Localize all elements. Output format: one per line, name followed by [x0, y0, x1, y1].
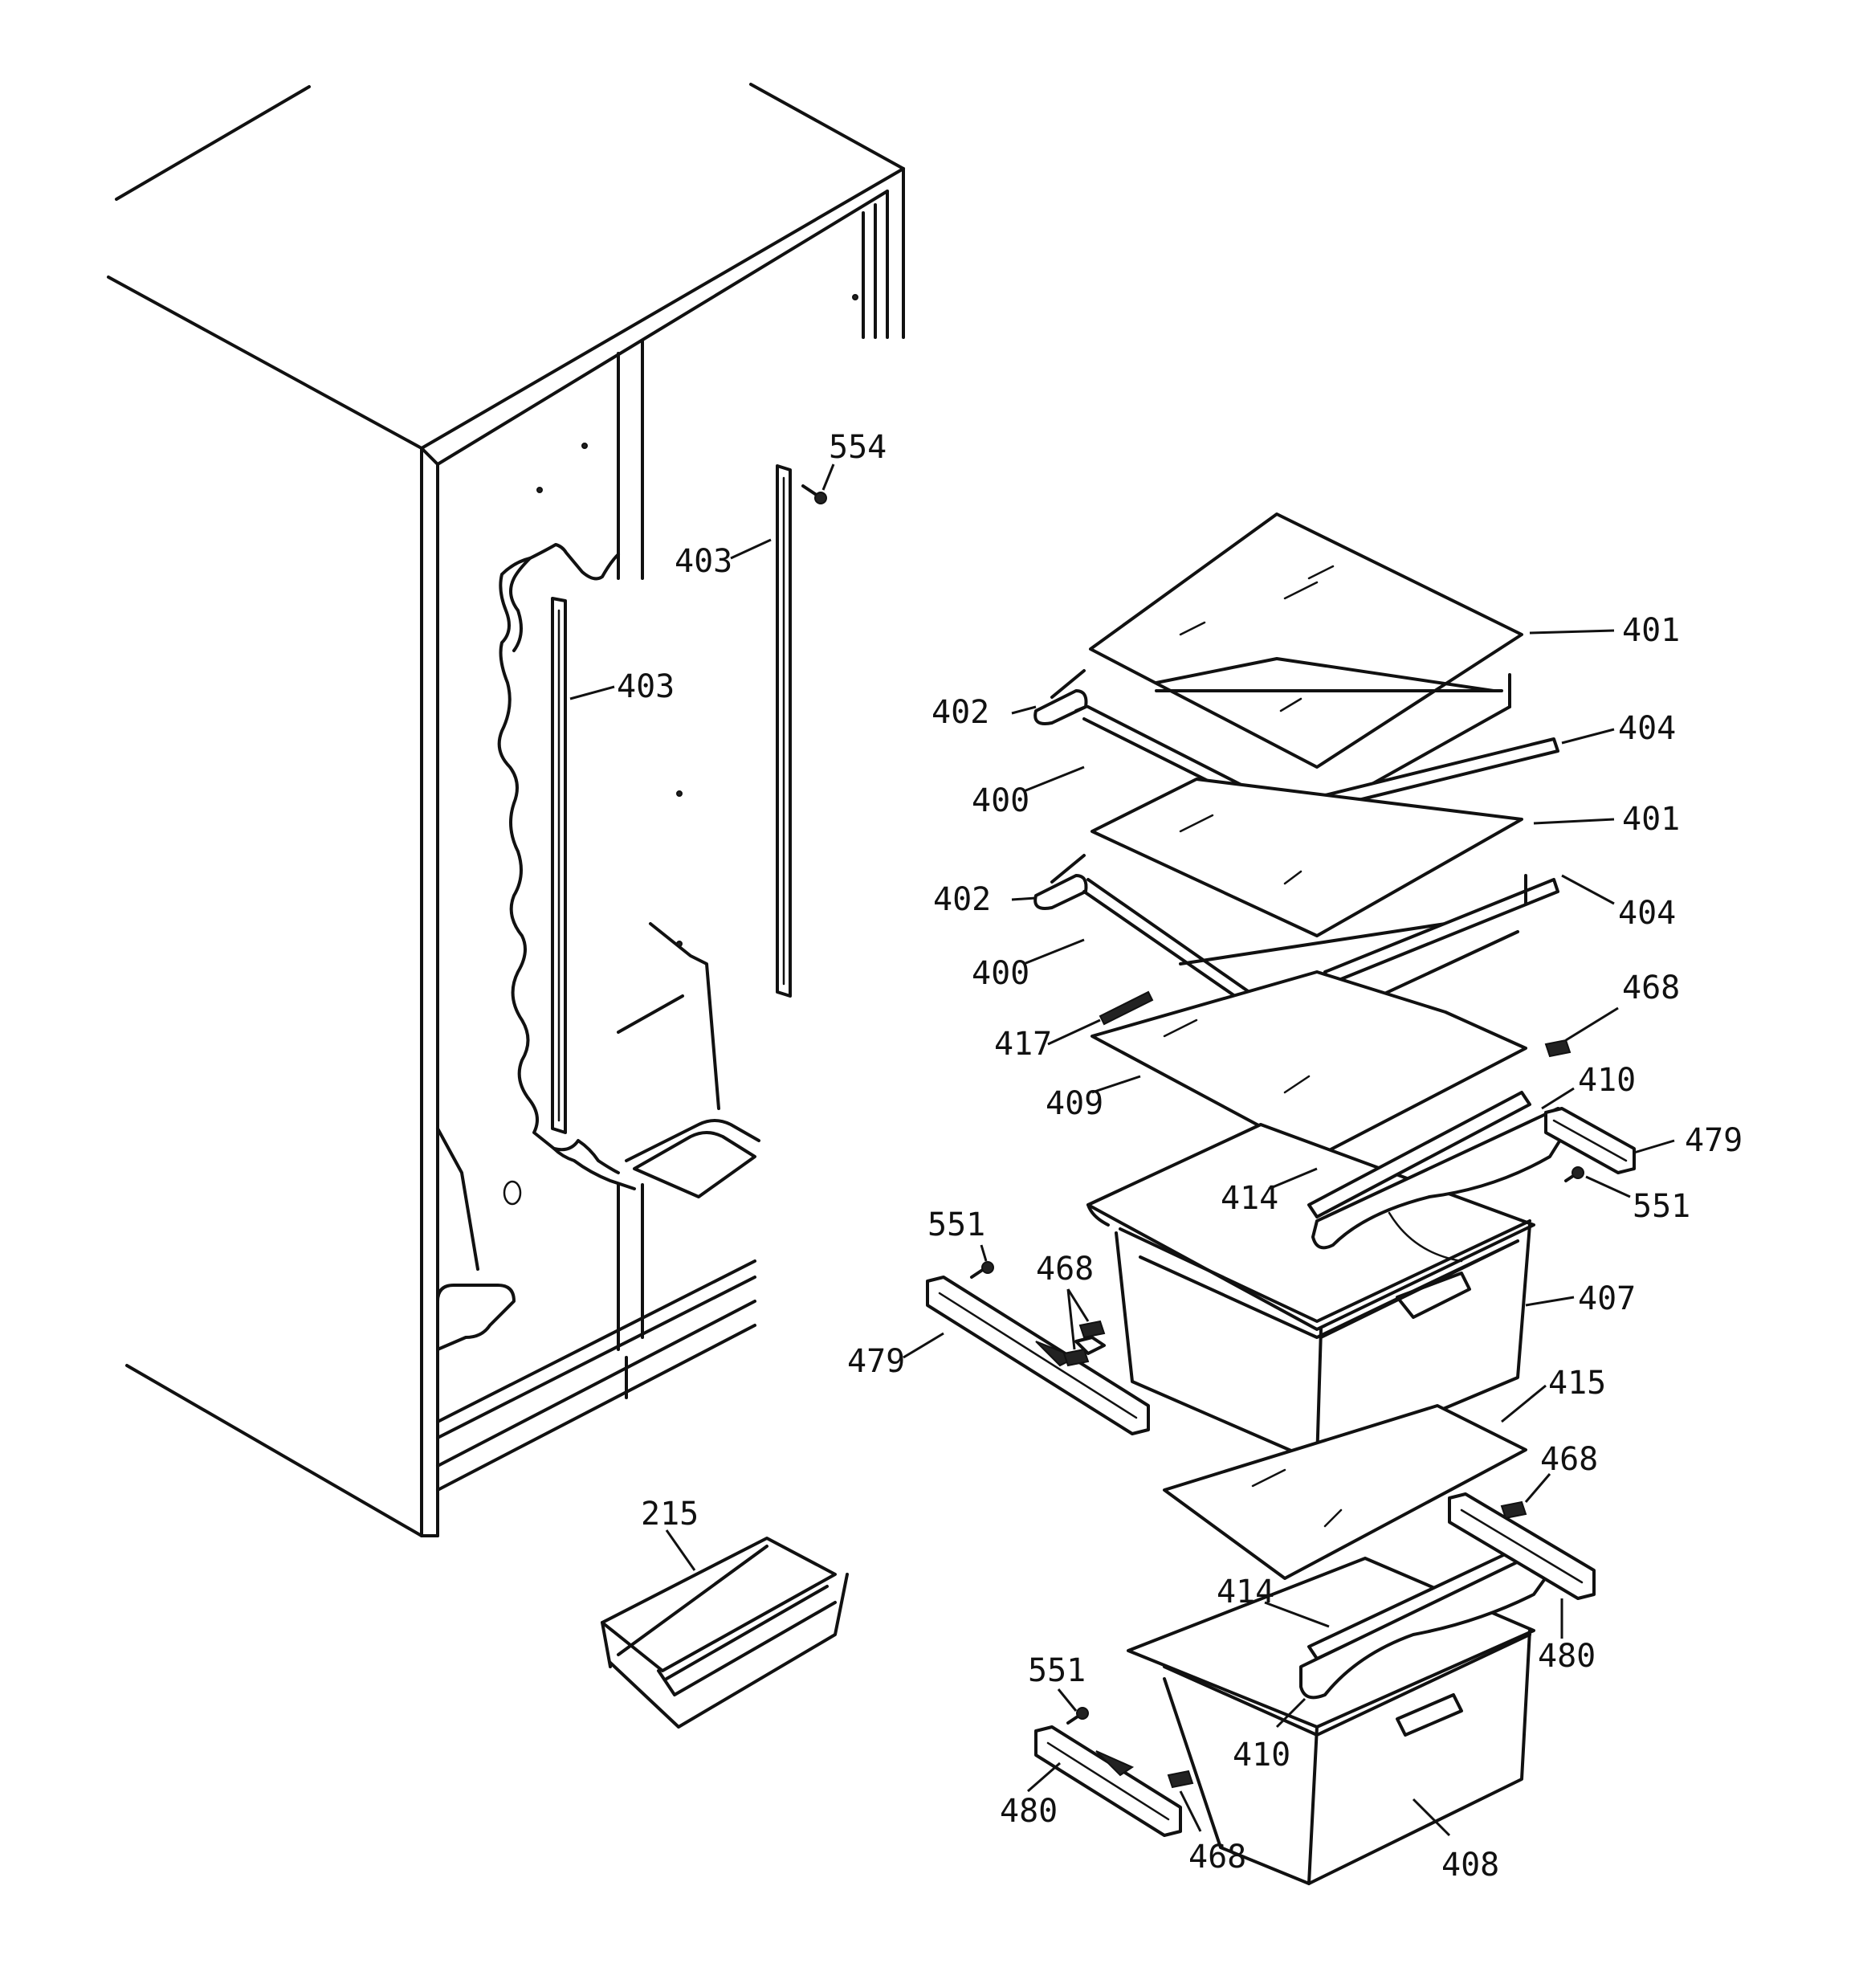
callout-551: 551 [1633, 1188, 1690, 1225]
callout-551: 551 [927, 1206, 985, 1243]
upper-shelf-assembly [1033, 512, 1559, 841]
screw-554 [801, 484, 827, 504]
callout-404: 404 [1618, 710, 1676, 747]
clips-468-lower [1167, 1500, 1527, 1789]
callout-403: 403 [675, 543, 732, 580]
refrigerator-cabinet [107, 83, 905, 1537]
callout-400: 400 [972, 782, 1029, 819]
callout-414: 414 [1217, 1574, 1274, 1610]
callout-402: 402 [933, 881, 991, 918]
screw-551-upper [970, 1261, 994, 1279]
callout-468: 468 [1540, 1441, 1598, 1478]
rail-403-right [776, 464, 792, 998]
leader-lines [569, 463, 1675, 1837]
callout-401: 401 [1622, 801, 1680, 838]
callout-554: 554 [829, 429, 887, 466]
callout-468: 468 [1036, 1251, 1094, 1288]
callout-551: 551 [1028, 1652, 1086, 1689]
callout-415: 415 [1548, 1365, 1606, 1402]
callout-409: 409 [1046, 1085, 1103, 1122]
clips-468-upper [1062, 1039, 1572, 1367]
callout-468: 468 [1188, 1839, 1246, 1876]
callout-410: 410 [1578, 1062, 1636, 1099]
callout-480: 480 [1000, 1793, 1058, 1830]
rail-480-left [1034, 1725, 1182, 1837]
callout-480: 480 [1538, 1638, 1596, 1675]
callout-417: 417 [994, 1026, 1052, 1063]
callout-403: 403 [617, 668, 675, 705]
screw-551-lower [1066, 1707, 1089, 1725]
callout-479: 479 [1685, 1122, 1743, 1159]
callout-410: 410 [1233, 1737, 1290, 1774]
callout-408: 408 [1441, 1847, 1499, 1884]
rail-403-left [551, 597, 567, 1134]
callout-215: 215 [641, 1496, 699, 1533]
door-bin-215 [601, 1537, 849, 1729]
callout-407: 407 [1578, 1280, 1636, 1317]
callout-402: 402 [932, 694, 989, 731]
handle-410-414-upper [1307, 1091, 1572, 1263]
callout-400: 400 [972, 955, 1029, 992]
callout-479: 479 [847, 1343, 905, 1380]
callout-468: 468 [1622, 970, 1680, 1006]
glass-415 [1163, 1404, 1527, 1580]
callout-414: 414 [1221, 1180, 1278, 1217]
screw-551-right [1564, 1166, 1584, 1182]
middle-shelf-assembly [1033, 778, 1559, 1046]
callout-401: 401 [1622, 612, 1680, 649]
callout-labels: 554 403 403 401 402 404 400 401 402 404 … [617, 429, 1743, 1884]
rail-480-right [1448, 1492, 1596, 1600]
callout-404: 404 [1618, 895, 1676, 932]
rail-479-right [1544, 1107, 1636, 1174]
rail-479-left [926, 1276, 1150, 1435]
